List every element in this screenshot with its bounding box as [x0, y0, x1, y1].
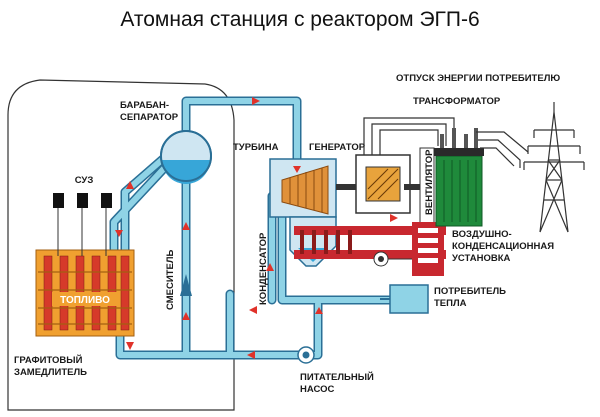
- control-rods-label: СУЗ: [75, 175, 94, 186]
- heat-consumer: [380, 284, 429, 314]
- drum-separator: [160, 130, 212, 184]
- moderator-label-2: ЗАМЕДЛИТЕЛЬ: [14, 367, 87, 378]
- pump-label-2: НАСОС: [300, 384, 334, 395]
- transformer-label: ТРАНСФОРМАТОР: [413, 96, 501, 107]
- fuel-label: ТОПЛИВО: [60, 295, 110, 306]
- reactor-core: ТОПЛИВО: [35, 249, 135, 337]
- generator: [355, 154, 420, 214]
- heat-consumer-label-2: ТЕПЛА: [434, 298, 467, 309]
- air-unit-label-1: ВОЗДУШНО-: [452, 229, 512, 240]
- air-condensation-unit: [294, 222, 446, 276]
- feed-pump: [297, 346, 315, 364]
- moderator-label-1: ГРАФИТОВЫЙ: [14, 354, 83, 366]
- condenser-label: КОНДЕНСАТОР: [258, 232, 269, 305]
- energy-output-label: ОТПУСК ЭНЕРГИИ ПОТРЕБИТЕЛЮ: [396, 73, 560, 84]
- diagram-title: Атомная станция с реактором ЭГП-6: [120, 8, 479, 31]
- heat-consumer-label-1: ПОТРЕБИТЕЛЬ: [434, 286, 506, 297]
- control-rods: [53, 193, 112, 256]
- turbine-label: ТУРБИНА: [233, 142, 279, 153]
- mixer-label: СМЕСИТЕЛЬ: [165, 250, 176, 310]
- power-lines-out: [476, 131, 529, 168]
- transformer: [434, 128, 484, 227]
- drum-label-2: СЕПАРАТОР: [120, 112, 179, 123]
- flow-arrows: [115, 97, 398, 359]
- fan-label: ВЕНТИЛЯТОР: [424, 149, 435, 215]
- pump-label-1: ПИТАТЕЛЬНЫЙ: [300, 371, 374, 383]
- air-unit-label-2: КОНДЕНСАЦИОННАЯ: [452, 241, 554, 252]
- generator-label: ГЕНЕРАТОР: [309, 142, 366, 153]
- air-unit-label-3: УСТАНОВКА: [452, 253, 511, 264]
- pipes: [109, 96, 395, 360]
- drum-label-1: БАРАБАН-: [120, 100, 169, 111]
- mixer: [180, 274, 192, 296]
- turbine: [269, 158, 366, 218]
- power-pylon: [523, 102, 585, 233]
